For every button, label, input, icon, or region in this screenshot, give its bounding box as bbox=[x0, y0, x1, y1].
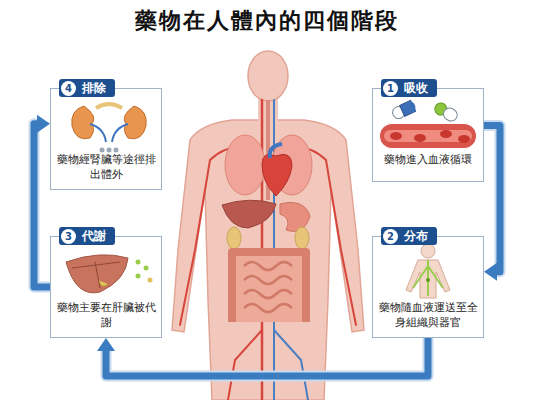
human-body-part bbox=[248, 51, 288, 101]
panel-header: 3 代謝 bbox=[59, 227, 115, 245]
organs-part bbox=[232, 252, 306, 322]
arrow-head bbox=[484, 263, 497, 281]
arrow-halo bbox=[106, 338, 428, 376]
step-number: 2 bbox=[383, 229, 398, 244]
step-description: 藥物隨血液運送至全身組織與器官 bbox=[378, 301, 478, 331]
liver-icon-part bbox=[144, 266, 149, 271]
organs-part bbox=[280, 203, 310, 232]
cycle-arrow bbox=[97, 338, 428, 376]
blood-vessels-part bbox=[228, 330, 262, 400]
liver-icon bbox=[66, 255, 153, 293]
vessel-icon-part bbox=[433, 101, 460, 123]
vessel-icon-part-part bbox=[403, 99, 417, 114]
kidney-icon-part bbox=[114, 148, 119, 153]
human-body bbox=[172, 51, 364, 400]
step-number: 3 bbox=[61, 229, 76, 244]
kidney-icon bbox=[72, 104, 147, 153]
kidney-icon-part bbox=[90, 124, 128, 142]
stage-panel: 4排除藥物經腎臟等途徑排出體外 bbox=[50, 88, 162, 190]
distribution-icon bbox=[406, 244, 450, 298]
arrow-head bbox=[97, 338, 115, 351]
step-number: 1 bbox=[383, 81, 398, 96]
organs bbox=[222, 100, 312, 322]
diagram-title: 藥物在人體內的四個階段 bbox=[0, 6, 533, 36]
distribution-icon-part bbox=[406, 260, 450, 298]
cycle-arrow bbox=[484, 126, 500, 281]
blood-vessels bbox=[180, 100, 356, 400]
kidney-icon-part bbox=[107, 148, 112, 153]
step-heading: 吸收 bbox=[404, 80, 428, 96]
organs-part bbox=[295, 227, 309, 249]
liver-icon-part bbox=[136, 260, 141, 265]
vessel-icon-part bbox=[380, 124, 476, 148]
vessel-icon-part-part bbox=[441, 106, 459, 123]
organs-part bbox=[270, 144, 282, 158]
vessel-icon-part bbox=[391, 99, 418, 120]
kidney-icon-part bbox=[100, 148, 105, 153]
organs-part bbox=[222, 200, 276, 228]
organs-part bbox=[244, 262, 292, 312]
kidney-icon-part bbox=[124, 106, 146, 139]
step-heading: 排除 bbox=[82, 80, 106, 96]
arrow-head bbox=[37, 115, 50, 133]
step-number: 4 bbox=[61, 81, 76, 96]
organs-part bbox=[262, 154, 292, 196]
liver-icon-part bbox=[136, 274, 141, 279]
vessel-icon-part bbox=[384, 130, 472, 142]
arrow-line bbox=[106, 338, 428, 376]
kidney-icon-part bbox=[96, 104, 122, 108]
distribution-icon-part bbox=[413, 260, 443, 296]
arrow-halo bbox=[34, 124, 50, 287]
vessel-icon-part bbox=[414, 134, 426, 142]
liver-icon-part bbox=[66, 255, 128, 293]
step-heading: 代謝 bbox=[82, 228, 106, 244]
stage-panel: 2分布藥物隨血液運送至全身組織與器官 bbox=[372, 236, 484, 338]
distribution-icon-part bbox=[426, 278, 430, 282]
step-description: 藥物進入血液循環 bbox=[378, 153, 478, 168]
vessel-icon-part bbox=[458, 135, 470, 143]
cycle-arrow bbox=[34, 115, 50, 287]
liver-icon-part bbox=[148, 278, 153, 283]
human-body-part bbox=[172, 120, 364, 400]
panel-header: 2 分布 bbox=[381, 227, 437, 245]
vessel-icon bbox=[380, 99, 476, 148]
organs-part bbox=[225, 135, 265, 195]
blood-vessels-part bbox=[274, 330, 308, 400]
step-description: 藥物經腎臟等途徑排出體外 bbox=[56, 153, 156, 183]
distribution-icon-part bbox=[421, 244, 435, 258]
stage-panel: 3代謝藥物主要在肝臟被代謝 bbox=[50, 236, 162, 338]
panel-header: 4 排除 bbox=[59, 79, 115, 97]
liver-icon-part bbox=[72, 262, 120, 288]
arrow-line bbox=[34, 124, 50, 287]
panel-header: 1 吸收 bbox=[381, 79, 437, 97]
step-heading: 分布 bbox=[404, 228, 428, 244]
vessel-icon-part bbox=[390, 132, 402, 140]
arrow-line bbox=[484, 126, 500, 272]
arrow-halo bbox=[484, 126, 500, 272]
kidney-icon-part bbox=[72, 106, 94, 139]
step-description: 藥物主要在肝臟被代謝 bbox=[56, 301, 156, 331]
organs-part bbox=[227, 227, 241, 249]
stage-panel: 1吸收藥物進入血液循環 bbox=[372, 88, 484, 182]
vessel-icon-part bbox=[440, 130, 452, 138]
